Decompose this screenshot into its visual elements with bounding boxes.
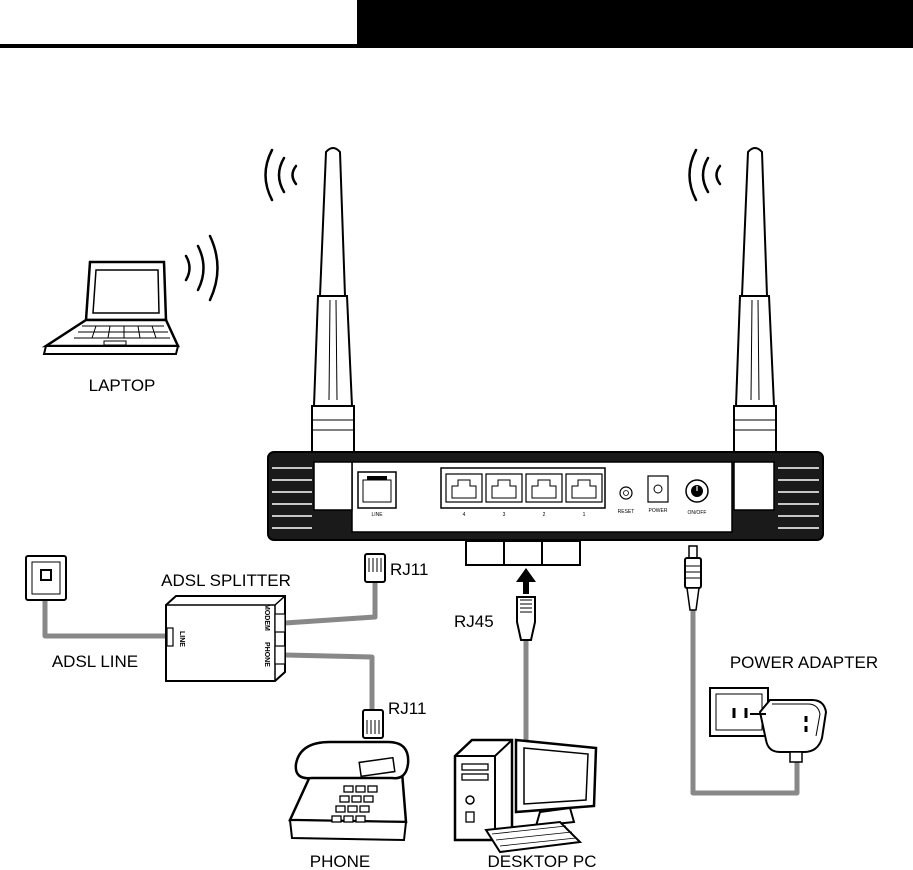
right-antenna-waves-icon (690, 150, 721, 200)
on-off-label: ON/OFF (688, 510, 707, 516)
on-off-switch: ON/OFF (686, 480, 708, 516)
header-rule (0, 44, 913, 48)
splitter-modem-port-label: MODEM (263, 604, 270, 631)
rj45-plug (517, 597, 535, 640)
rj45-arrow-icon (516, 568, 536, 594)
left-antenna-waves-icon (266, 150, 297, 200)
splitter-to-phone-cable (285, 655, 372, 712)
desktop-pc-label: DESKTOP PC (488, 852, 597, 870)
phone-label: PHONE (310, 852, 370, 870)
page-header (0, 0, 913, 48)
lan-bracket (466, 541, 580, 565)
adsl-line-cable (45, 597, 170, 636)
line-port-label: LINE (371, 512, 383, 518)
adsl-splitter: LINE MODEM PHONE (166, 596, 285, 681)
reset-label: RESET (618, 509, 635, 515)
telephone-icon (290, 742, 408, 840)
adsl-wall-jack (26, 556, 66, 600)
adsl-line-label: ADSL LINE (52, 652, 138, 671)
splitter-line-port-label: LINE (178, 631, 185, 647)
lan-port-2-label: 2 (543, 512, 546, 518)
rj11-bottom-label: RJ11 (388, 699, 426, 718)
rj45-label: RJ45 (454, 612, 494, 631)
power-jack: POWER (648, 476, 668, 514)
antenna-right-base (734, 462, 774, 510)
wifi-waves (186, 150, 720, 300)
adsl-splitter-label: ADSL SPLITTER (161, 571, 291, 590)
rj11-top-label: RJ11 (390, 560, 428, 579)
desktop-pc-icon (455, 740, 596, 852)
router: LINE 4 3 2 1 RESET (268, 148, 823, 540)
rj11-bottom-plug (363, 710, 383, 738)
header-black-bar (357, 0, 913, 44)
dc-power-plug (685, 546, 701, 610)
cables (45, 578, 797, 793)
splitter-phone-port-label: PHONE (263, 642, 270, 667)
lan-port-4-label: 4 (463, 512, 466, 518)
lan-port-1-label: 1 (583, 512, 586, 518)
antenna-left-base (314, 462, 352, 510)
laptop-label: LAPTOP (89, 376, 156, 395)
modem-to-router-cable (285, 578, 375, 623)
rj11-top-plug (365, 554, 385, 582)
laptop-waves-icon (186, 236, 218, 300)
power-jack-label: POWER (649, 508, 668, 514)
laptop-icon (44, 262, 178, 354)
power-adapter-label: POWER ADAPTER (730, 653, 878, 672)
lan-port-3-label: 3 (503, 512, 506, 518)
power-adapter-icon (710, 688, 826, 762)
